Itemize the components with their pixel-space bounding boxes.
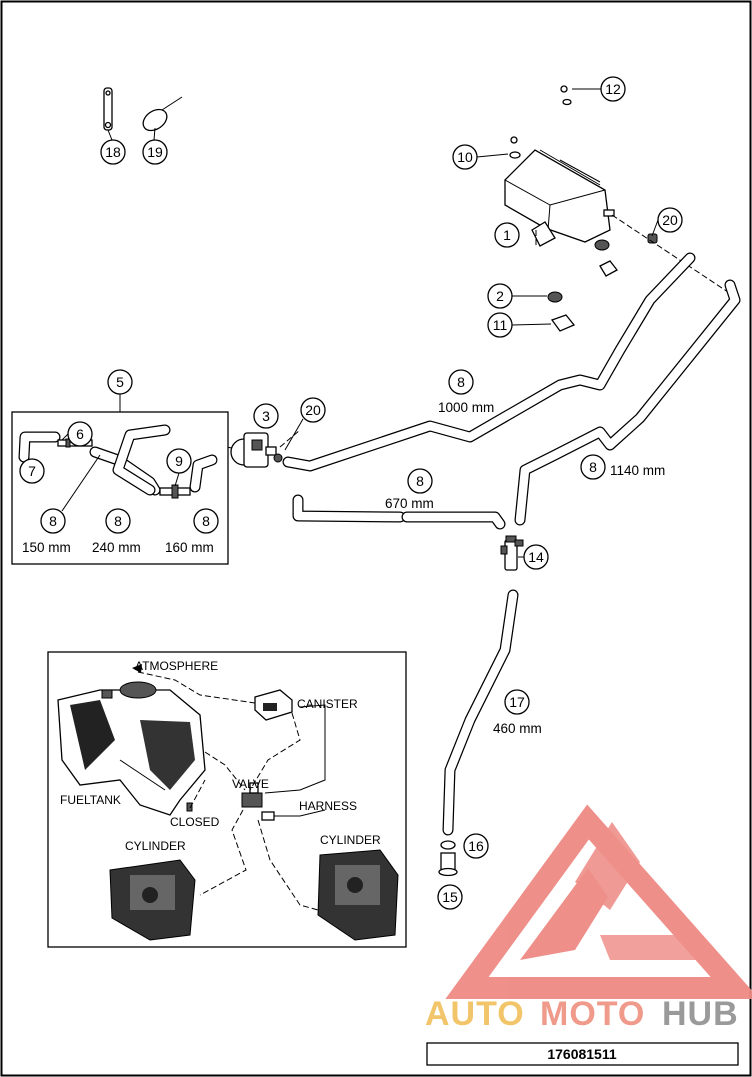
- callout-6: 6: [67, 421, 93, 447]
- svg-text:8: 8: [114, 513, 122, 529]
- callout-8-670: 8: [407, 468, 433, 494]
- callout-8-1000: 8: [448, 369, 474, 395]
- callout-19: 19: [142, 139, 168, 165]
- length-1000mm: 1000 mm: [438, 400, 494, 415]
- label-cylinder-right: CYLINDER: [320, 833, 381, 847]
- cylinder-right-illustration: [317, 849, 399, 941]
- callout-7: 7: [19, 458, 45, 484]
- length-240mm: 240 mm: [92, 540, 141, 555]
- svg-text:18: 18: [105, 144, 121, 160]
- svg-text:8: 8: [589, 459, 597, 475]
- svg-text:6: 6: [76, 426, 84, 442]
- callout-11: 11: [487, 312, 513, 338]
- svg-text:14: 14: [528, 549, 544, 565]
- svg-text:2: 2: [496, 288, 504, 304]
- svg-text:8: 8: [416, 473, 424, 489]
- label-canister: CANISTER: [297, 697, 358, 711]
- callout-8-240: 8: [105, 508, 131, 534]
- callout-15: 15: [437, 884, 463, 910]
- label-atmosphere: ATMOSPHERE: [135, 659, 218, 673]
- svg-text:20: 20: [662, 212, 678, 228]
- callout-12: 12: [600, 76, 626, 102]
- closed-fitting-illustration: [186, 802, 193, 812]
- length-150mm: 150 mm: [22, 540, 71, 555]
- leader-lines: [61, 88, 659, 558]
- inset-hoses: [18, 424, 218, 496]
- screw-part-10: [509, 136, 521, 159]
- callout-8-150: 8: [40, 508, 66, 534]
- label-valve: VALVE: [232, 777, 269, 791]
- label-harness: HARNESS: [299, 799, 357, 813]
- hose-1140mm: [514, 279, 741, 526]
- length-160mm: 160 mm: [165, 540, 214, 555]
- label-cylinder-left: CYLINDER: [125, 839, 186, 853]
- callout-8-1140: 8: [580, 454, 606, 480]
- watermark-logo: [445, 804, 752, 999]
- callout-16: 16: [463, 833, 489, 859]
- part-number-box: [426, 1042, 739, 1066]
- svg-text:20: 20: [305, 402, 321, 418]
- callout-8-160: 8: [193, 508, 219, 534]
- length-1140mm: 1140 mm: [610, 463, 665, 478]
- callout-14: 14: [523, 544, 549, 570]
- label-closed: CLOSED: [170, 815, 220, 829]
- length-670mm: 670 mm: [385, 496, 434, 511]
- callout-20-top: 20: [657, 207, 683, 233]
- callout-10: 10: [452, 144, 478, 170]
- t-piece-part-14: [500, 535, 524, 571]
- hose-1000mm: [282, 252, 696, 472]
- valve-part-3: [230, 432, 283, 468]
- valve-illustration: [241, 782, 275, 821]
- part-number: 176081511: [547, 1046, 617, 1062]
- callout-5: 5: [107, 369, 133, 395]
- callout-20-valve: 20: [300, 397, 326, 423]
- schematic-lines: [132, 664, 326, 911]
- clamp-part-16: [440, 840, 456, 850]
- callout-18: 18: [100, 139, 126, 165]
- screw-part-12: [560, 85, 572, 106]
- svg-text:3: 3: [262, 408, 270, 424]
- svg-text:1: 1: [503, 227, 511, 243]
- hose-460mm: [442, 589, 519, 836]
- callout-17: 17: [504, 689, 530, 715]
- svg-text:17: 17: [509, 694, 525, 710]
- callout-3: 3: [253, 403, 279, 429]
- clip-part-11: [550, 260, 618, 332]
- svg-text:5: 5: [116, 374, 124, 390]
- canister-part-1: [504, 149, 615, 247]
- svg-text:19: 19: [147, 144, 163, 160]
- hose-670mm: [292, 494, 506, 530]
- svg-text:10: 10: [457, 149, 473, 165]
- svg-text:12: 12: [605, 81, 621, 97]
- svg-text:8: 8: [202, 513, 210, 529]
- bracket-part-18: [103, 87, 113, 131]
- svg-text:7: 7: [28, 463, 36, 479]
- cable-tie-part-19: [142, 96, 183, 132]
- svg-text:16: 16: [468, 838, 484, 854]
- svg-text:8: 8: [49, 513, 57, 529]
- fitting-part-15: [438, 852, 458, 877]
- label-fueltank: FUELTANK: [60, 793, 121, 807]
- svg-text:8: 8: [457, 374, 465, 390]
- cylinder-left-illustration: [109, 859, 196, 941]
- canister-illustration: [254, 689, 293, 721]
- svg-text:9: 9: [175, 453, 183, 469]
- callout-1: 1: [494, 222, 520, 248]
- watermark-auto: AUTO: [425, 995, 525, 1033]
- length-460mm: 460 mm: [493, 721, 542, 736]
- grommet-part-2: [547, 239, 610, 303]
- callout-2: 2: [487, 283, 513, 309]
- watermark-moto: MOTO: [540, 995, 645, 1033]
- callout-9: 9: [166, 448, 192, 474]
- watermark-hub: HUB: [662, 995, 739, 1033]
- fueltank-illustration: [57, 681, 206, 816]
- svg-text:11: 11: [493, 317, 508, 333]
- svg-text:15: 15: [442, 889, 458, 905]
